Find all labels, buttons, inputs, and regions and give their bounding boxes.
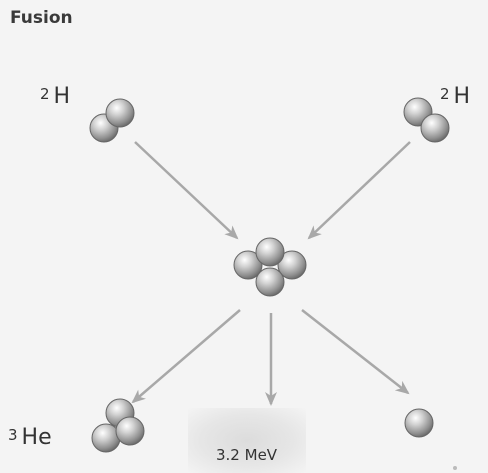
energy-glow (188, 408, 306, 473)
energy-label: 3.2 MeV (216, 446, 278, 464)
deuterium-left-nucleus (89, 98, 135, 143)
element-symbol: He (21, 425, 52, 450)
diagram-title: Fusion (10, 8, 73, 28)
neutron (404, 408, 434, 438)
mass-number: 2 (40, 85, 50, 103)
arrow-center-to-neutron (301, 309, 410, 395)
deuterium-right-nucleus (403, 97, 450, 143)
helium-3-nucleus (91, 398, 145, 453)
element-symbol: H (453, 84, 471, 109)
mass-number: 2 (440, 85, 450, 103)
compound-nucleus (233, 237, 307, 297)
arrow-left-to-center (134, 141, 239, 240)
element-symbol: H (53, 84, 71, 109)
arrow-center-to-helium (131, 309, 241, 404)
speck (453, 466, 457, 470)
mass-number: 3 (8, 426, 18, 444)
arrow-right-to-center (307, 141, 411, 240)
